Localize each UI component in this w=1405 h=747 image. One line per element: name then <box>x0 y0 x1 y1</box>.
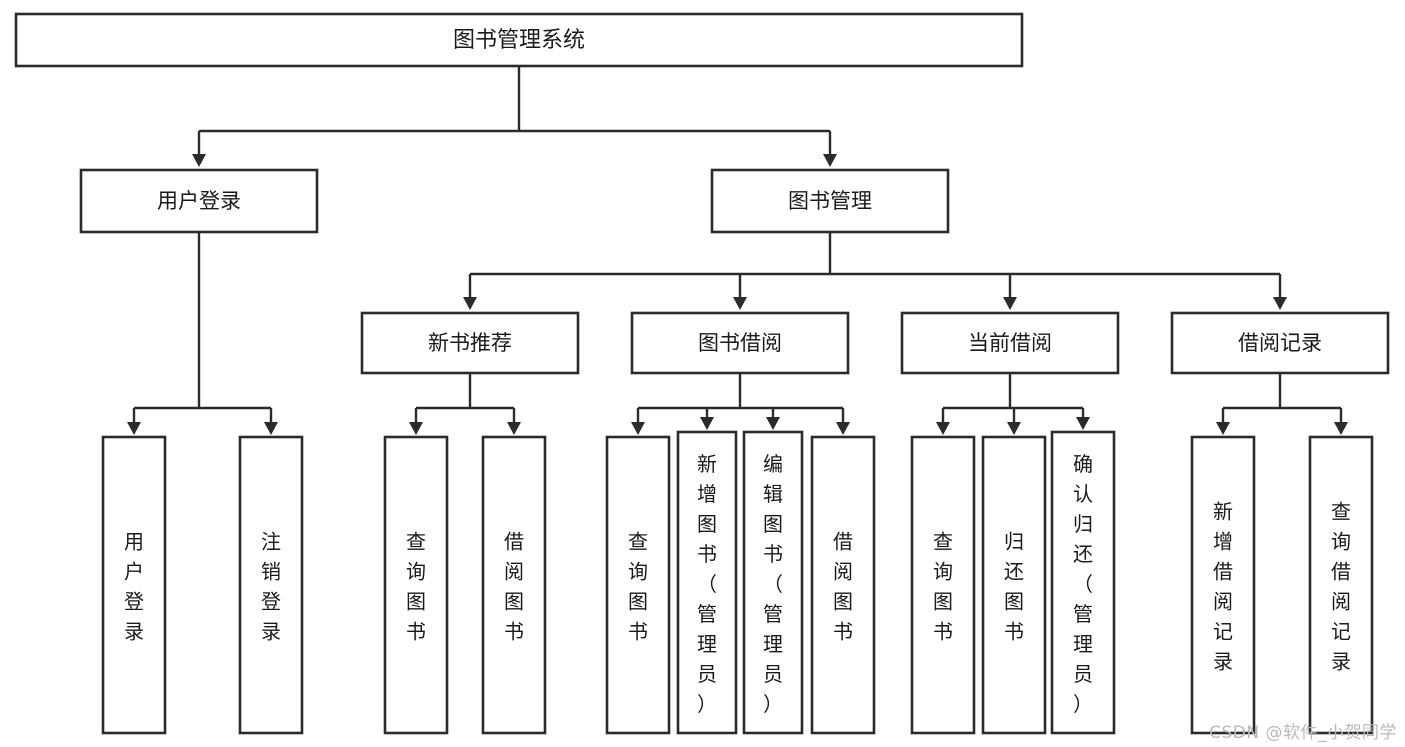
node-leaf-user-login-1-box[interactable] <box>238 435 304 735</box>
node-leaf-book-borrow-0-label: 查询图书 <box>628 529 648 643</box>
node-level1-user-login-label: 用户登录 <box>157 189 241 213</box>
node-leaf-book-borrow-2-label: 编辑图书（管理员） <box>763 452 783 716</box>
node-level2-borrow-record-label: 借阅记录 <box>1238 331 1322 355</box>
node-level2-borrow-record-box[interactable] <box>1170 311 1390 375</box>
connector-book-borrow-to-leaf-1-arrowhead <box>700 417 714 430</box>
node-leaf-new-book-recommend-0-box[interactable] <box>383 435 449 735</box>
connector-root-to-user-login-arrowhead <box>192 154 206 167</box>
node-level1-book-mgmt-box[interactable] <box>710 168 950 234</box>
connector-borrow-record-to-leaf-0-arrowhead <box>1216 422 1230 435</box>
node-leaf-book-borrow-2-box[interactable] <box>742 430 804 735</box>
csdn-watermark: CSDN @软件_小贺同学 <box>1209 723 1397 743</box>
node-leaf-new-book-recommend-1-label: 借阅图书 <box>504 529 524 643</box>
node-leaf-book-borrow-3-box[interactable] <box>810 435 876 735</box>
connector-new-book-recommend-to-leaf-1-arrowhead <box>507 422 521 435</box>
node-leaf-book-borrow-1-box[interactable] <box>676 430 738 735</box>
node-level2-new-book-recommend-box[interactable] <box>360 311 580 375</box>
connector-bookmgmt-to-book-borrow-arrowhead <box>733 297 747 310</box>
connector-current-borrow-to-leaf-1-arrowhead <box>1007 422 1021 435</box>
connector-user-login-to-leaf-0-arrowhead <box>127 422 141 435</box>
node-root-label: 图书管理系统 <box>453 28 585 53</box>
node-leaf-book-borrow-1-label: 新增图书（管理员） <box>697 452 717 716</box>
connector-layer <box>127 66 1348 435</box>
node-leaf-current-borrow-0-box[interactable] <box>910 435 976 735</box>
connector-new-book-recommend-to-leaf-0-arrowhead <box>409 422 423 435</box>
connector-root-to-book-mgmt-arrowhead <box>823 154 837 167</box>
node-leaf-current-borrow-2-label: 确认归还（管理员） <box>1073 452 1093 716</box>
connector-book-borrow-to-leaf-3-arrowhead <box>836 422 850 435</box>
node-leaf-borrow-record-0-box[interactable] <box>1190 435 1256 735</box>
node-leaf-borrow-record-0-label: 新增借阅记录 <box>1213 499 1233 673</box>
node-leaf-user-login-0-label: 用户登录 <box>124 529 144 643</box>
node-level1-user-login-box[interactable] <box>79 168 319 234</box>
node-level2-book-borrow-label: 图书借阅 <box>698 331 782 355</box>
connector-current-borrow-to-leaf-2-arrowhead <box>1076 417 1090 430</box>
connector-bookmgmt-to-current-borrow-arrowhead <box>1003 297 1017 310</box>
node-leaf-book-borrow-0-box[interactable] <box>605 435 671 735</box>
node-leaf-new-book-recommend-1-box[interactable] <box>481 435 547 735</box>
node-layer: 图书管理系统用户登录图书管理新书推荐图书借阅当前借阅借阅记录用户登录注销登录查询… <box>14 12 1390 735</box>
node-leaf-user-login-1-label: 注销登录 <box>261 529 281 643</box>
node-level2-current-borrow-label: 当前借阅 <box>968 331 1052 355</box>
node-leaf-current-borrow-1-box[interactable] <box>981 435 1047 735</box>
connector-borrow-record-to-leaf-1-arrowhead <box>1334 422 1348 435</box>
connector-user-login-to-leaf-1-arrowhead <box>264 422 278 435</box>
node-level2-new-book-recommend-label: 新书推荐 <box>428 331 512 355</box>
connector-bookmgmt-to-new-book-recommend-arrowhead <box>463 297 477 310</box>
node-leaf-current-borrow-2-box[interactable] <box>1050 430 1116 735</box>
connector-book-borrow-to-leaf-0-arrowhead <box>631 422 645 435</box>
node-leaf-borrow-record-1-box[interactable] <box>1308 435 1374 735</box>
node-level2-current-borrow-box[interactable] <box>900 311 1120 375</box>
node-leaf-current-borrow-1-label: 归还图书 <box>1004 529 1024 643</box>
connector-book-borrow-to-leaf-2-arrowhead <box>766 417 780 430</box>
node-level1-book-mgmt-label: 图书管理 <box>788 189 872 213</box>
node-leaf-borrow-record-1-label: 查询借阅记录 <box>1331 499 1351 673</box>
node-leaf-user-login-0-box[interactable] <box>101 435 167 735</box>
node-level2-book-borrow-box[interactable] <box>630 311 850 375</box>
node-leaf-new-book-recommend-0-label: 查询图书 <box>406 529 426 643</box>
node-leaf-current-borrow-0-label: 查询图书 <box>933 529 953 643</box>
node-leaf-book-borrow-3-label: 借阅图书 <box>833 529 853 643</box>
connector-bookmgmt-to-borrow-record-arrowhead <box>1273 297 1287 310</box>
connector-current-borrow-to-leaf-0-arrowhead <box>936 422 950 435</box>
node-root-box[interactable] <box>14 12 1024 68</box>
